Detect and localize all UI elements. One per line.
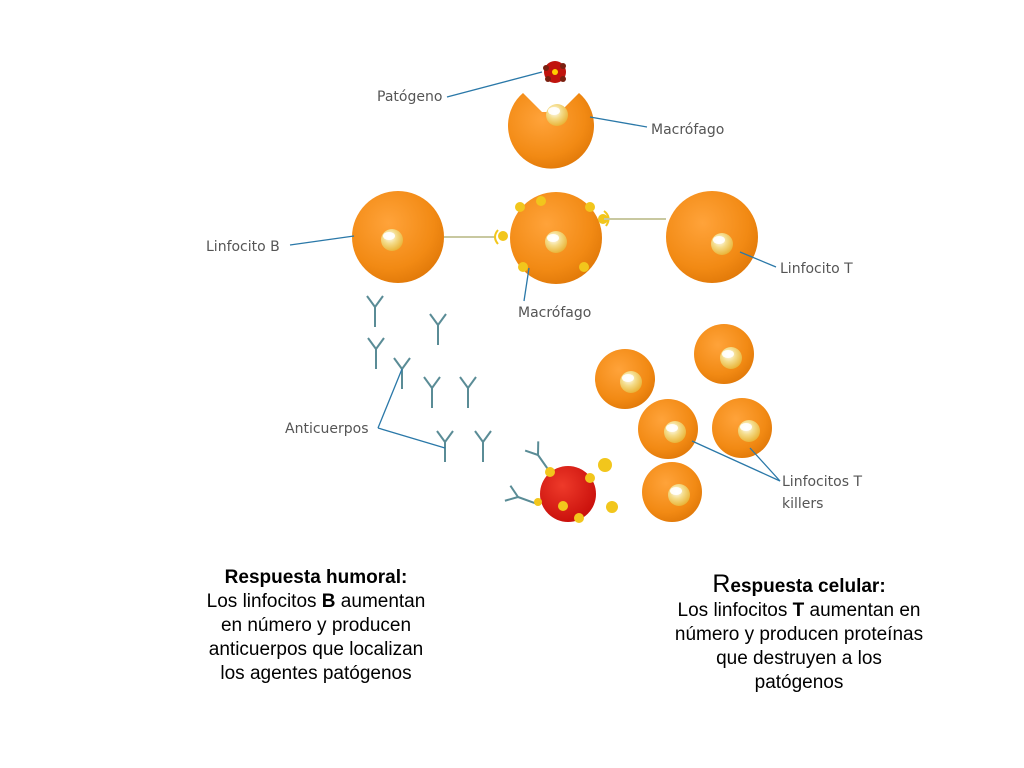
caption-bold-letter: B <box>321 591 336 612</box>
caption-bold-letter: T <box>792 600 805 621</box>
caption-humoral-title: Respuesta humoral: <box>224 567 408 588</box>
caption-text: Los linfocitos <box>677 600 793 621</box>
caption-title-rest: espuesta celular: <box>730 576 886 597</box>
killer-t-cell <box>694 324 754 384</box>
label-macrophage-middle: Macrófago <box>518 305 591 321</box>
caption-title-initial: R <box>712 570 731 598</box>
caption-humoral-line1: Los linfocitos B aumentan <box>176 590 456 614</box>
killer-t-cell <box>638 399 698 459</box>
caption-humoral-line2: en número y producen <box>220 615 412 636</box>
caption-text: Los linfocitos <box>206 591 322 612</box>
pathogen-top <box>543 61 566 83</box>
leader-lines <box>289 71 781 482</box>
caption-cellular-response: Respuesta celular: Los linfocitos T aume… <box>654 572 944 695</box>
label-killer-t-line1: Linfocitos T <box>782 474 862 490</box>
caption-text: aumentan <box>335 591 426 612</box>
caption-cellular-line4: patógenos <box>754 672 844 693</box>
label-t-lymphocyte: Linfocito T <box>780 261 853 277</box>
label-pathogen: Patógeno <box>377 89 442 105</box>
b-lymphocyte <box>352 191 444 283</box>
caption-text: aumentan en <box>804 600 921 621</box>
macrophage-top <box>508 93 594 169</box>
antibodies <box>366 295 558 513</box>
pathogen-destroyed <box>534 458 618 523</box>
caption-humoral-line3: anticuerpos que localizan <box>208 639 424 660</box>
macrophage-middle <box>494 192 610 284</box>
t-lymphocyte <box>666 191 758 283</box>
label-killer-t-line2: killers <box>782 496 823 512</box>
killer-t-cell <box>595 349 655 409</box>
caption-humoral-line4: los agentes patógenos <box>220 663 412 684</box>
caption-cellular-title: Respuesta celular: <box>654 572 944 599</box>
caption-humoral-response: Respuesta humoral: Los linfocitos B aume… <box>176 566 456 686</box>
killer-t-cell <box>642 462 702 522</box>
label-antibodies: Anticuerpos <box>285 421 369 437</box>
label-macrophage-top: Macrófago <box>651 122 724 138</box>
caption-cellular-line2: número y producen proteínas <box>674 624 924 645</box>
caption-cellular-line1: Los linfocitos T aumentan en <box>654 599 944 623</box>
label-b-lymphocyte: Linfocito B <box>206 239 280 255</box>
caption-cellular-line3: que destruyen a los <box>716 648 882 669</box>
killer-t-cell <box>712 398 772 458</box>
